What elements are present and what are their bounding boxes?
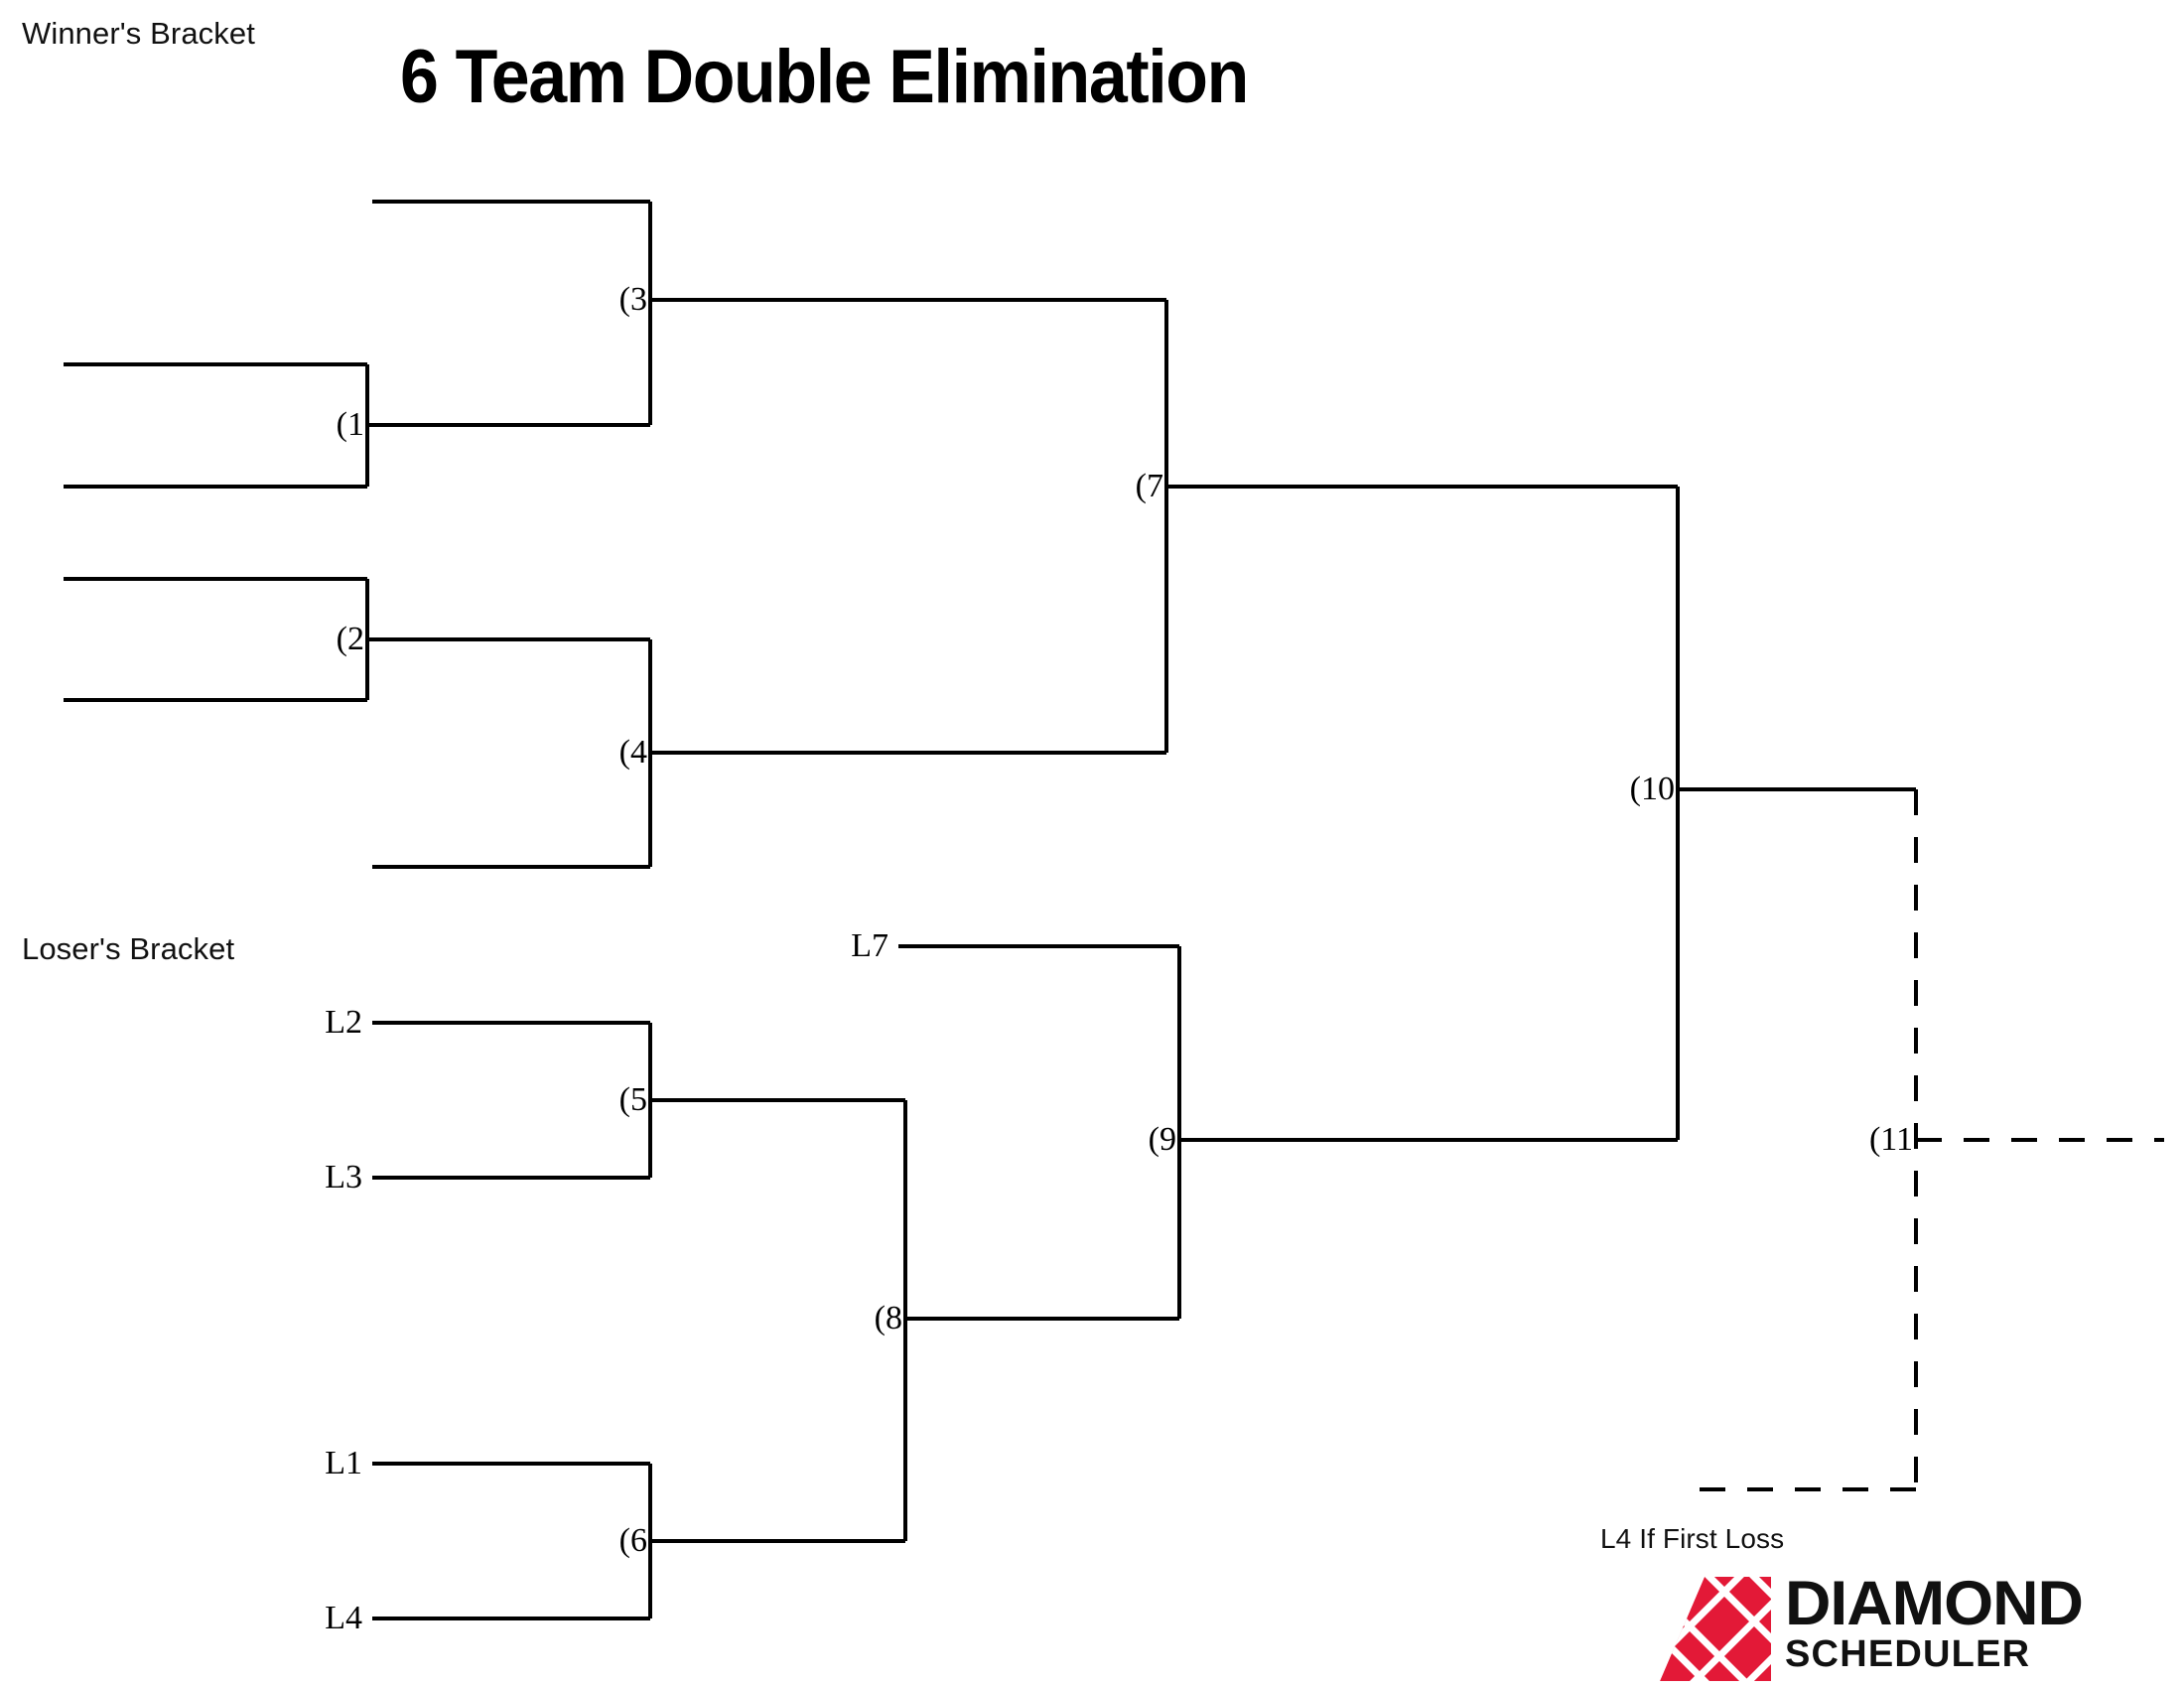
game-label-5[interactable]: (5 bbox=[618, 1081, 647, 1118]
feed-label-l1[interactable]: L1 bbox=[325, 1445, 362, 1481]
logo-wordmark: DIAMOND SCHEDULER bbox=[1785, 1573, 2162, 1675]
l4-if-first-loss-note: L4 If First Loss bbox=[1600, 1523, 1785, 1554]
feed-label-l2[interactable]: L2 bbox=[325, 1004, 362, 1041]
feed-label-l4[interactable]: L4 bbox=[325, 1600, 362, 1636]
game-label-6[interactable]: (6 bbox=[618, 1522, 647, 1559]
feed-label-l3[interactable]: L3 bbox=[325, 1159, 362, 1196]
logo-diamond-text: DIAMOND bbox=[1785, 1569, 2084, 1638]
game-label-2[interactable]: (2 bbox=[336, 621, 364, 657]
diamond-logo-mark bbox=[1660, 1577, 1771, 1681]
game-label-11[interactable]: (11 bbox=[1868, 1121, 1913, 1158]
losers-bracket-label: Loser's Bracket bbox=[22, 931, 235, 966]
game-label-4[interactable]: (4 bbox=[618, 734, 647, 771]
diamond-scheduler-logo: DIAMOND SCHEDULER bbox=[1660, 1573, 2156, 1681]
game-label-9[interactable]: (9 bbox=[1148, 1121, 1176, 1158]
page-title: 6 Team Double Elimination bbox=[400, 35, 1249, 119]
game-label-1[interactable]: (1 bbox=[336, 406, 364, 443]
game-label-8[interactable]: (8 bbox=[874, 1300, 902, 1336]
logo-scheduler-text: SCHEDULER bbox=[1785, 1633, 2031, 1675]
feed-label-l7[interactable]: L7 bbox=[851, 927, 888, 964]
game-label-7[interactable]: (7 bbox=[1135, 468, 1163, 504]
game-label-3[interactable]: (3 bbox=[618, 281, 647, 318]
game-label-10[interactable]: (10 bbox=[1629, 771, 1675, 807]
winners-bracket-label: Winner's Bracket bbox=[22, 16, 255, 51]
